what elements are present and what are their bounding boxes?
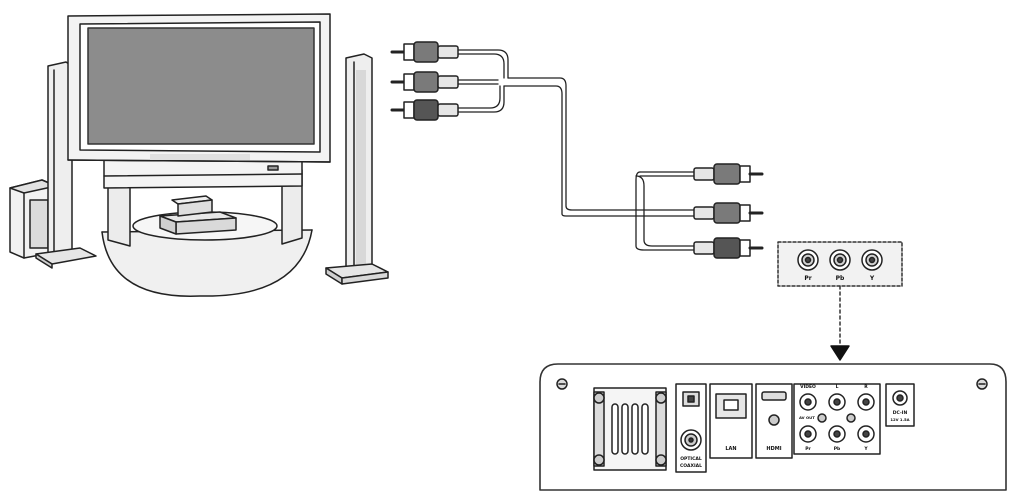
rca-jack-icon	[829, 249, 851, 271]
television-icon	[67, 13, 331, 163]
screw-icon	[976, 378, 988, 390]
coaxial-label: COAXIAL	[680, 463, 702, 469]
dc-in-spec: 12V 1.5A	[890, 417, 909, 422]
left-plug-group	[390, 41, 459, 121]
rca-plug-icon	[390, 71, 459, 93]
pr-label: Pr	[805, 446, 811, 452]
component-cable	[457, 49, 695, 251]
jack-label-pr: Pr	[804, 275, 811, 282]
hdmi-label: HDMI	[766, 446, 781, 452]
dc-in-port: DC-IN 12V 1.5A	[885, 383, 915, 427]
rca-plug-icon	[390, 41, 459, 63]
right-speaker-icon	[325, 53, 389, 285]
home-theater-tv	[9, 13, 389, 297]
av-output-block: VIDEO L R AV OUT Pr Pb Y	[793, 383, 881, 455]
optical-coaxial-ports: OPTICAL COAXIAL	[675, 383, 707, 473]
video-label: VIDEO	[800, 384, 816, 390]
hdmi-port: HDMI	[755, 383, 793, 459]
pb-label: Pb	[834, 446, 841, 452]
right-audio-label: R	[864, 384, 868, 390]
lan-port: LAN	[709, 383, 753, 459]
optical-label: OPTICAL	[680, 456, 702, 462]
rca-plug-icon	[693, 237, 764, 259]
rca-jack-icon	[797, 249, 819, 271]
jack-label-y: Y	[869, 275, 875, 282]
dc-in-label: DC-IN	[893, 410, 908, 416]
jack-label-pb: Pb	[836, 275, 845, 282]
left-speaker-icon	[35, 61, 97, 269]
media-device-icon	[159, 195, 237, 235]
y-label: Y	[863, 446, 868, 452]
vent-grille	[593, 387, 667, 471]
tv-stand	[101, 157, 313, 297]
rca-plug-icon	[693, 163, 764, 185]
rca-plug-icon	[390, 99, 459, 121]
av-out-label: AV OUT	[799, 415, 815, 420]
jack-zoom-panel: Pr Pb Y	[777, 241, 903, 287]
left-audio-label: L	[836, 384, 839, 390]
media-player-rear-panel: OPTICAL COAXIAL LAN HDMI VIDEO L R AV OU	[539, 363, 1007, 491]
arrow-down-icon	[830, 285, 850, 361]
rca-jack-icon	[861, 249, 883, 271]
right-plug-group	[693, 163, 764, 259]
lan-label: LAN	[725, 446, 736, 452]
rca-plug-icon	[693, 202, 764, 224]
screw-icon	[556, 378, 568, 390]
